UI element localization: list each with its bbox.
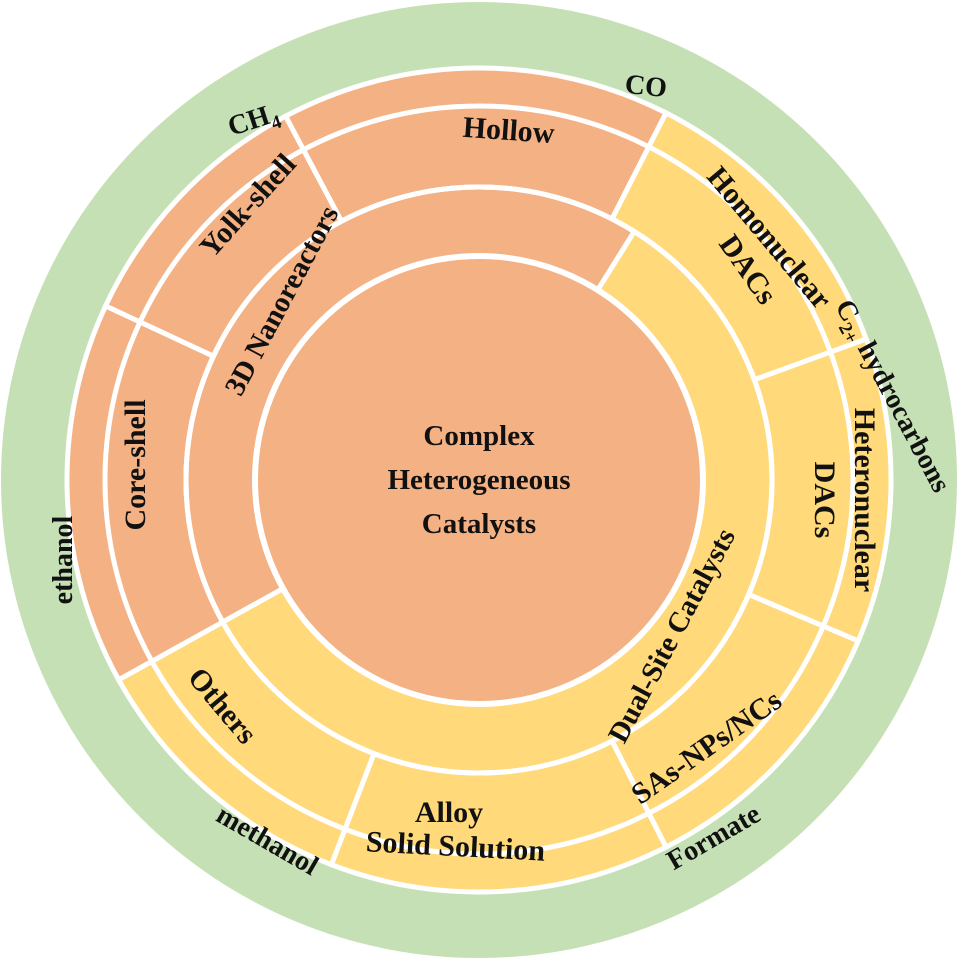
alloy-label: Alloy — [415, 796, 483, 829]
ethanol-label: ethanol — [48, 515, 79, 604]
inner-divider-ring — [183, 184, 775, 776]
heteronuclear-label-1: Heteronuclear — [848, 408, 881, 592]
heteronuclear-label-2: DACs — [808, 462, 841, 539]
core-shell-label: Core-shell — [119, 399, 152, 530]
outer-divider-ring — [102, 103, 856, 857]
center-line-3: Catalysts — [422, 508, 536, 540]
hollow-label: Hollow — [462, 111, 556, 150]
category-ring — [64, 65, 894, 895]
center-disk — [252, 253, 706, 707]
co-label: CO — [623, 69, 668, 104]
center-line-2: Heterogeneous — [387, 464, 570, 496]
center-line-1: Complex — [423, 420, 535, 452]
